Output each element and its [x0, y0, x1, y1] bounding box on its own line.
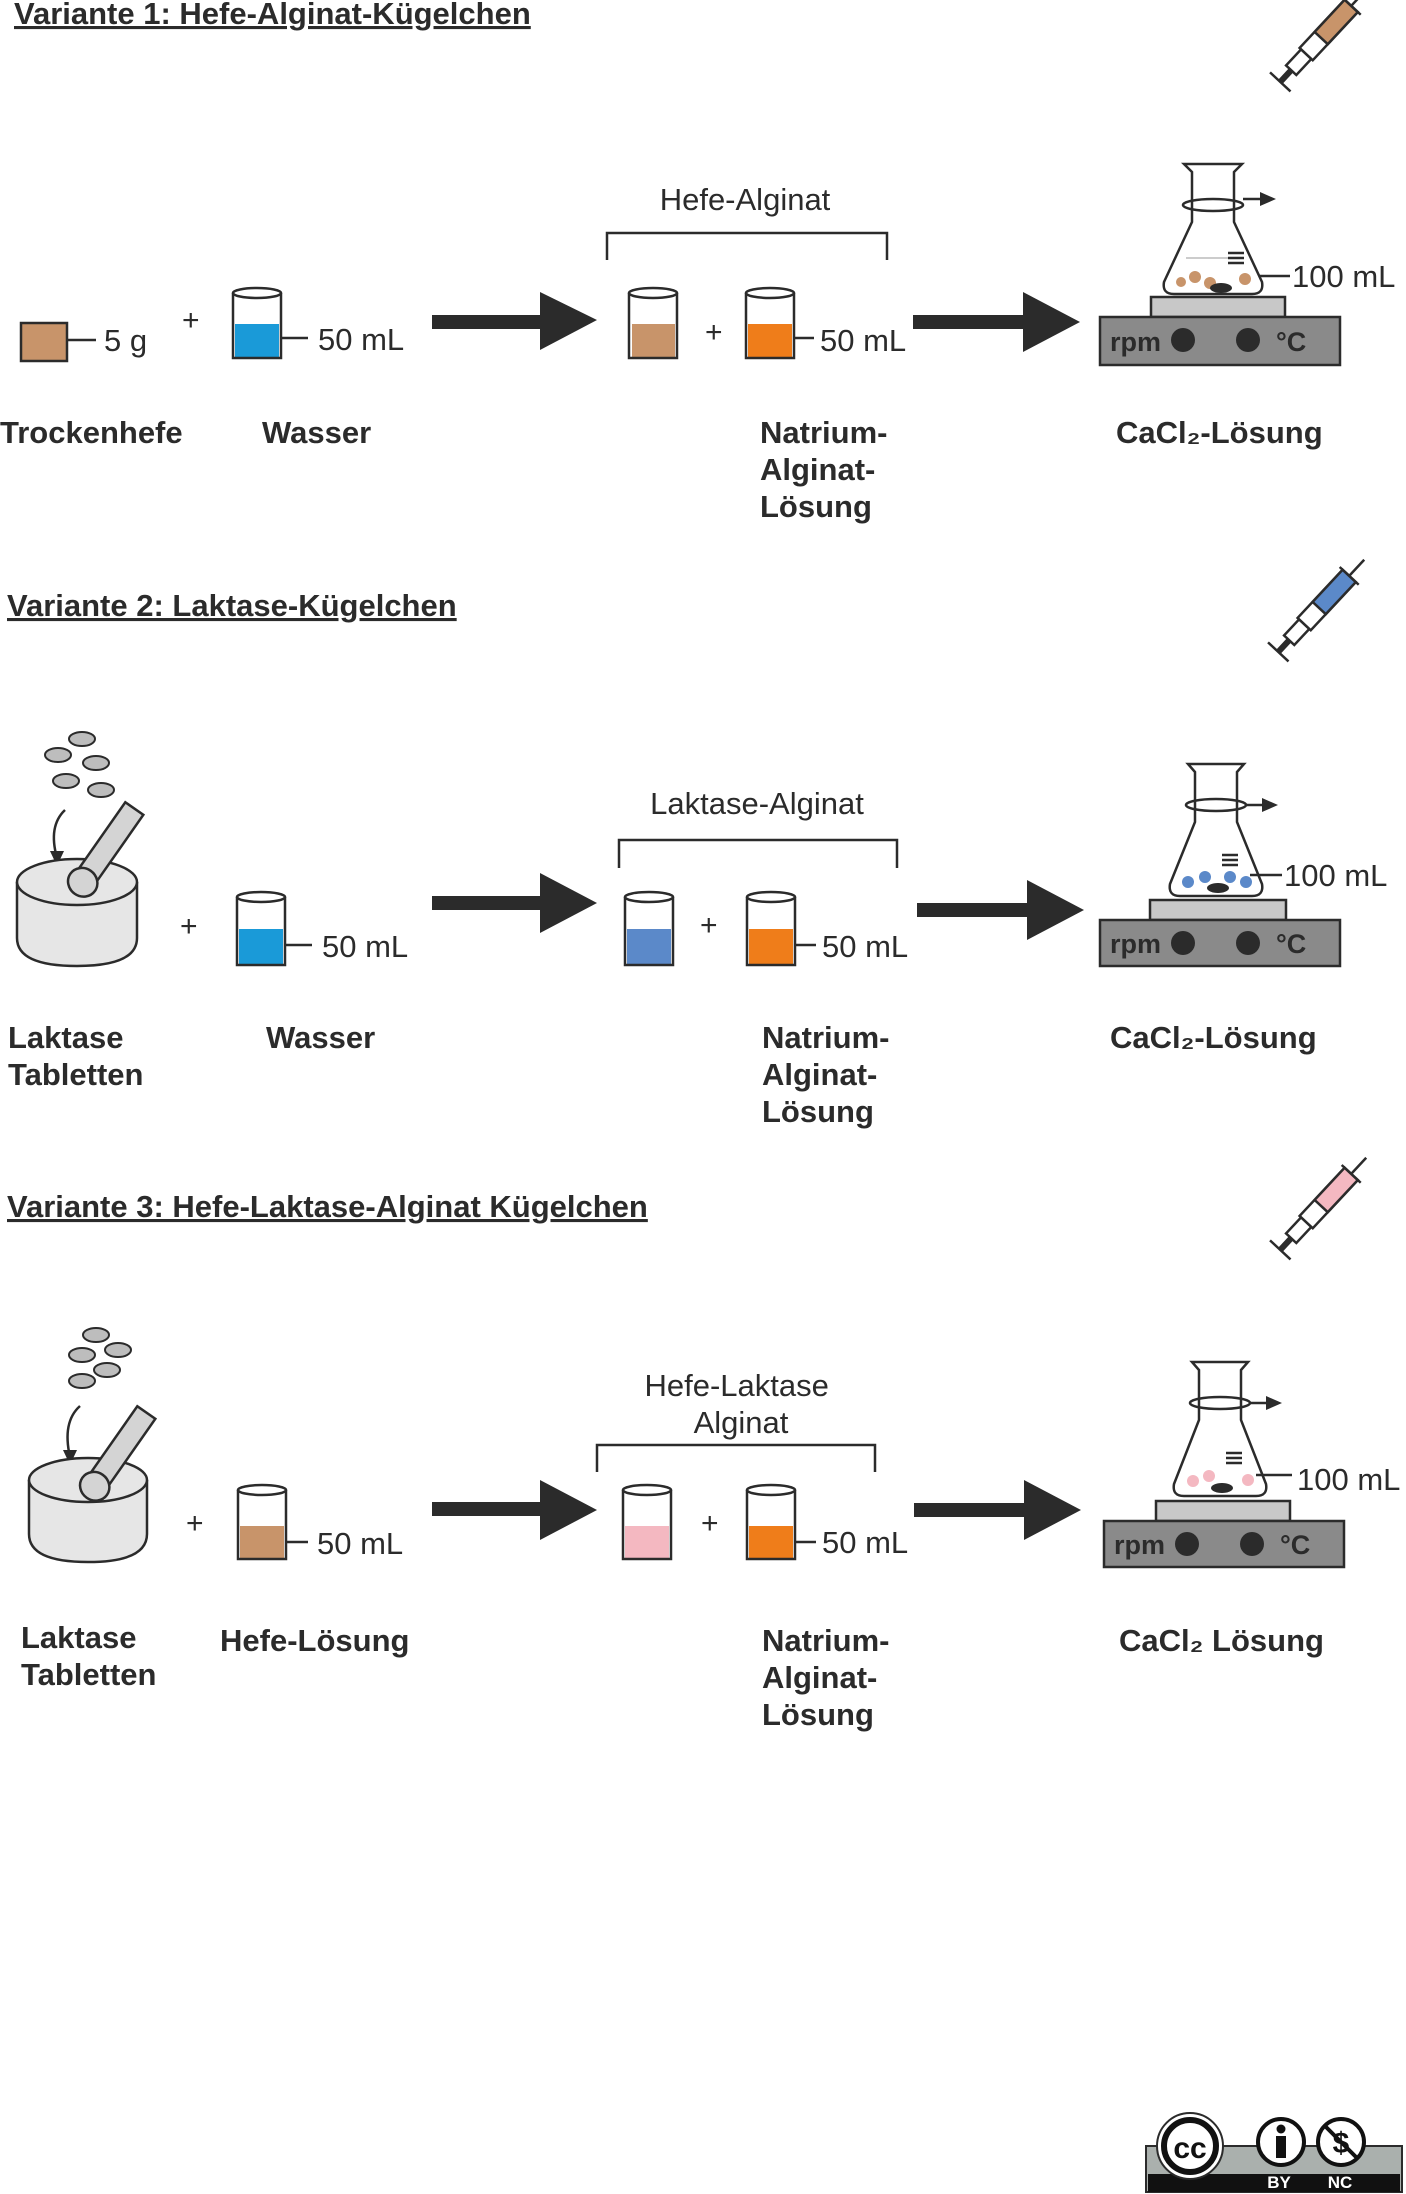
magnetic-stirrer: rpm °C — [1098, 295, 1342, 367]
temp-label: °C — [1276, 929, 1306, 959]
alginate-volume: 50 mL — [822, 1525, 908, 1560]
process-arrow — [432, 873, 597, 933]
erlenmeyer-flask — [1172, 1360, 1282, 1498]
yeast-beaker — [627, 286, 679, 360]
lactase-tablets — [68, 1327, 132, 1389]
yeast-solution-label: Hefe-Lösung — [220, 1623, 409, 1658]
temp-knob — [1236, 328, 1260, 352]
process-arrow — [917, 880, 1084, 940]
lactase-beaker — [623, 890, 675, 967]
mix-bracket — [605, 231, 889, 260]
variant-3-title: Variante 3: Hefe-Laktase-Alginat Kügelch… — [7, 1189, 648, 1224]
rpm-label: rpm — [1110, 327, 1161, 357]
tablets-label: Laktase Tabletten — [21, 1620, 157, 1692]
variant-1-title: Variante 1: Hefe-Alginat-Kügelchen — [14, 0, 531, 31]
erlenmeyer-flask — [1162, 162, 1276, 296]
plus-sign: + — [700, 909, 718, 942]
drop-arrow — [66, 1405, 81, 1458]
rpm-knob — [1171, 328, 1195, 352]
mix-bracket — [595, 1443, 877, 1472]
plus-sign: + — [180, 910, 198, 943]
water-volume: 50 mL — [318, 322, 404, 357]
mix-bracket — [617, 838, 899, 868]
temp-label: °C — [1276, 327, 1306, 357]
dry-yeast-label: Trockenhefe — [0, 415, 183, 450]
variant-3: Variante 3: Hefe-Laktase-Alginat Kügelch… — [7, 1156, 1400, 1732]
mix-beaker — [621, 1483, 673, 1561]
variant-2: Variante 2: Laktase-Kügelchen Laktase Ta… — [7, 558, 1387, 1129]
mortar-and-pestle — [15, 800, 146, 968]
syringe — [1269, 1156, 1368, 1261]
mortar-and-pestle — [27, 1404, 158, 1564]
rpm-knob — [1171, 931, 1195, 955]
magnetic-stirrer: rpm °C — [1098, 898, 1342, 968]
flask-volume: 100 mL — [1297, 1462, 1400, 1497]
drop-arrow-head — [63, 1450, 77, 1465]
process-arrow — [914, 1480, 1081, 1540]
water-beaker — [235, 890, 287, 967]
mix-label: Hefe-Alginat — [660, 182, 831, 217]
cacl2-label: CaCl₂-Lösung — [1110, 1020, 1317, 1055]
water-volume: 50 mL — [322, 929, 408, 964]
water-beaker — [231, 286, 283, 360]
alginate-volume: 50 mL — [822, 929, 908, 964]
nc-label: NC — [1328, 2173, 1353, 2192]
rpm-label: rpm — [1114, 1530, 1165, 1560]
alginate-volume: 50 mL — [820, 323, 906, 358]
process-arrow — [913, 292, 1080, 352]
drop-arrow — [52, 809, 66, 859]
lactase-tablets — [44, 731, 115, 798]
syringe — [1269, 0, 1368, 93]
flask-volume: 100 mL — [1292, 259, 1395, 294]
cacl2-label: CaCl₂-Lösung — [1116, 415, 1323, 450]
alginate-label: Natrium- Alginat- Lösung — [762, 1623, 898, 1732]
temp-label: °C — [1280, 1530, 1310, 1560]
cacl2-label: CaCl₂ Lösung — [1119, 1623, 1324, 1658]
plus-sign: + — [182, 304, 200, 337]
flask-volume: 100 mL — [1284, 858, 1387, 893]
syringe — [1267, 558, 1366, 663]
plus-sign: + — [186, 1507, 204, 1540]
rpm-label: rpm — [1110, 929, 1161, 959]
yeast-solution-beaker — [236, 1483, 288, 1561]
water-label: Wasser — [266, 1020, 375, 1055]
temp-knob — [1236, 931, 1260, 955]
plus-sign: + — [705, 316, 723, 349]
yeast-solution-volume: 50 mL — [317, 1526, 403, 1561]
drop-arrow-head — [50, 851, 64, 866]
water-label: Wasser — [262, 415, 371, 450]
alginate-label: Natrium- Alginat- Lösung — [762, 1020, 898, 1129]
process-arrow — [432, 292, 597, 350]
erlenmeyer-flask — [1168, 762, 1278, 898]
mix-label: Laktase-Alginat — [650, 786, 864, 821]
tablets-label: Laktase Tabletten — [8, 1020, 144, 1092]
plus-sign: + — [701, 1507, 719, 1540]
alginate-beaker — [745, 1483, 797, 1561]
alginate-beaker — [744, 286, 796, 360]
alginate-label: Natrium- Alginat- Lösung — [760, 415, 896, 524]
variant-2-title: Variante 2: Laktase-Kügelchen — [7, 588, 457, 623]
magnetic-stirrer: rpm °C — [1102, 1499, 1346, 1569]
process-arrow — [432, 1480, 597, 1540]
by-label: BY — [1267, 2173, 1291, 2192]
cc-text: cc — [1173, 2132, 1206, 2165]
mix-label: Hefe-Laktase Alginat — [644, 1368, 837, 1440]
cc-by-nc-license-badge: cc $ BY NC — [1145, 2112, 1403, 2193]
temp-knob — [1240, 1532, 1264, 1556]
alginate-beaker — [745, 890, 797, 967]
dry-yeast-sample — [19, 321, 69, 363]
variant-1: Variante 1: Hefe-Alginat-Kügelchen 5 g T… — [0, 0, 1395, 524]
rpm-knob — [1175, 1532, 1199, 1556]
yeast-amount: 5 g — [104, 323, 147, 358]
